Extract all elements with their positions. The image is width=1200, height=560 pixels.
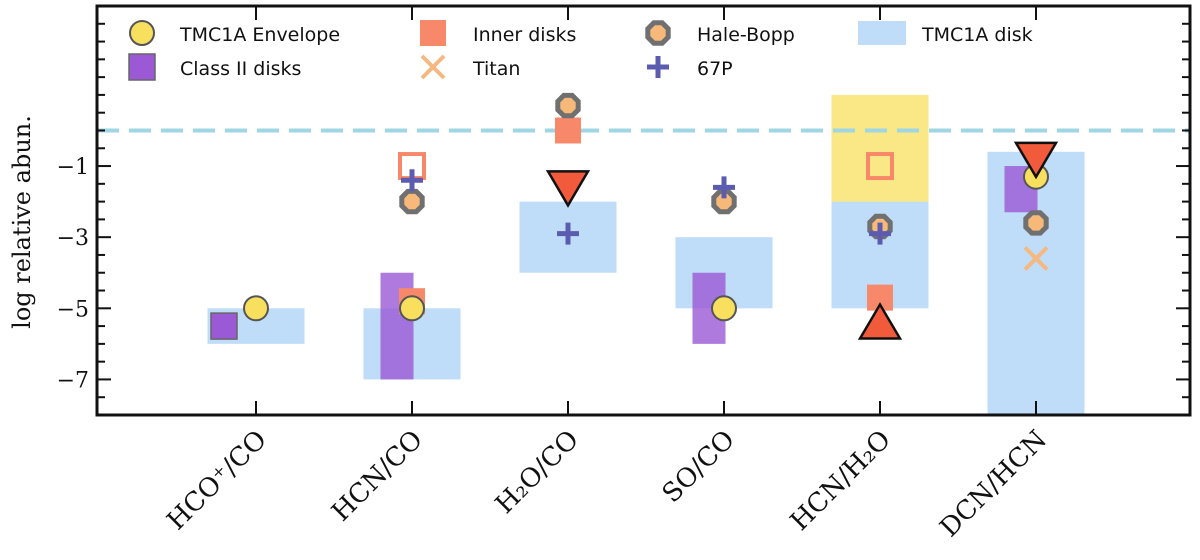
p67-point-2 — [713, 176, 735, 199]
legend-label-p67: 67P — [697, 58, 733, 80]
legend-marker-67p — [647, 56, 669, 78]
legend-label-class2_disks: Class II disks — [180, 58, 301, 80]
legend-marker-hale-bopp — [645, 20, 671, 46]
envelope-point-0 — [243, 295, 269, 322]
legend-marker-inner-disks — [420, 20, 446, 46]
y-axis-label: log relative abun. — [8, 115, 36, 329]
halebopp-point-4 — [1023, 210, 1049, 236]
legend-label-hale_bopp: Hale-Bopp — [697, 24, 795, 46]
legend-marker-tmc1a-disk — [858, 21, 906, 45]
titan-point-0-b — [1023, 246, 1049, 271]
legend-marker-tmc1a-envelope — [129, 20, 155, 46]
category-label-3: SO/CO — [657, 425, 741, 509]
halebopp-point-1 — [555, 92, 581, 119]
ytick-label-1: −5 — [57, 297, 89, 322]
category-label-5: DCN/HCN — [934, 425, 1052, 543]
class2-point-0 — [210, 312, 238, 340]
p67-point-1 — [557, 222, 579, 245]
legend-marker-titan-b — [420, 54, 446, 80]
legend-label-inner_disks: Inner disks — [473, 24, 576, 46]
inner-disk-open-point-1 — [866, 152, 894, 181]
halebopp-point-0 — [399, 188, 425, 215]
legend-marker-titan — [420, 54, 446, 80]
legend-marker-class2-disks — [128, 53, 156, 81]
titan-point-0 — [1023, 246, 1049, 271]
halebopp-point-2 — [711, 188, 737, 215]
markers — [210, 92, 1059, 340]
p67-point-0 — [401, 169, 423, 192]
category-label-0: HCO⁺/CO — [162, 425, 273, 536]
upper-limit-0 — [545, 170, 591, 208]
ytick-label-0: −7 — [57, 368, 89, 393]
class2-ranges — [380, 166, 1038, 380]
envelope-ranges — [831, 94, 929, 202]
envelope-range-0 — [831, 94, 929, 202]
category-label-1: HCN/CO — [326, 425, 429, 528]
envelope-point-1 — [399, 295, 425, 322]
legend-label-tmc1a_envelope: TMC1A Envelope — [179, 24, 340, 46]
plot-frame — [95, 4, 1192, 417]
tmc1a-disk-ranges — [207, 151, 1085, 416]
category-label-4: HCN/H₂O — [785, 425, 897, 537]
legend-label-titan: Titan — [472, 58, 520, 80]
legend-label-tmc1a_disk: TMC1A disk — [921, 24, 1033, 46]
p67-point-3 — [869, 222, 891, 245]
inner-disk-point-1 — [555, 117, 581, 144]
lower-limit-0 — [857, 302, 903, 340]
envelope-point-2 — [711, 295, 737, 322]
category-label-2: H₂O/CO — [490, 425, 585, 520]
ytick-label-2: −3 — [57, 226, 89, 251]
upper-limit-1 — [1013, 141, 1059, 180]
legend: TMC1A Envelope Inner disks Hale-Bopp TMC1A … — [128, 20, 1033, 81]
ytick-label-3: −1 — [57, 155, 89, 180]
